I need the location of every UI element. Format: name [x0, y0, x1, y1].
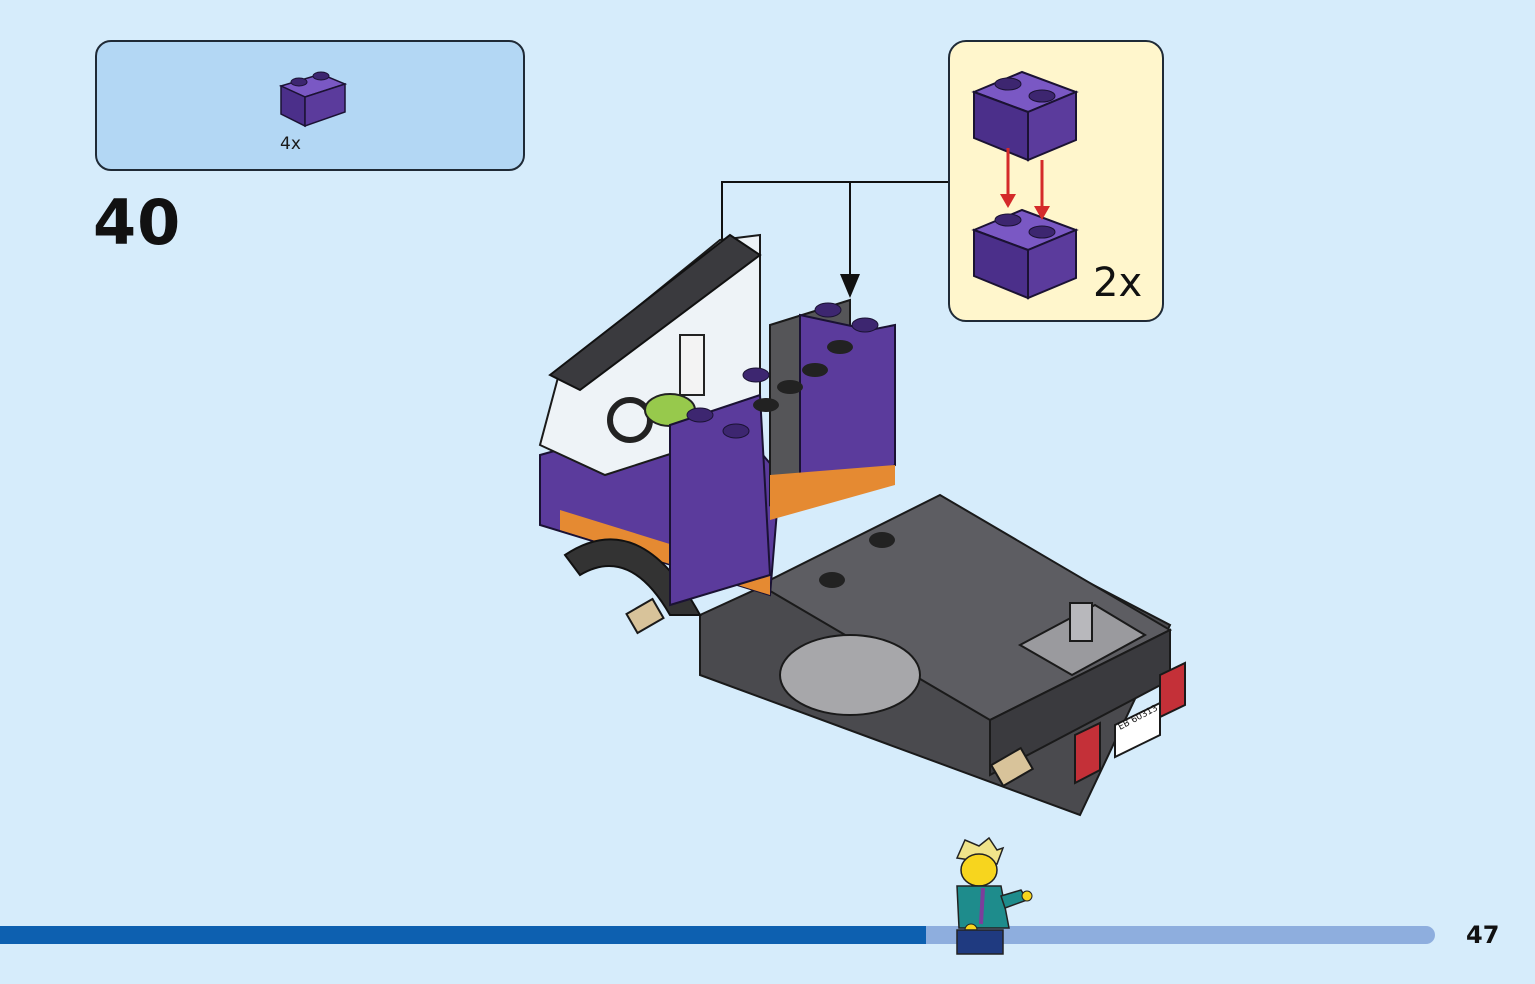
sub-assembly-callout: 2x	[948, 40, 1164, 322]
page-number: 47	[1466, 921, 1500, 949]
parts-quantity: 4x	[280, 134, 301, 154]
parts-callout: 4x	[95, 40, 525, 171]
stacked-bricks-icon	[971, 70, 1079, 300]
sub-assembly-quantity: 2x	[1093, 260, 1143, 306]
progress-fill	[0, 926, 926, 944]
progress-bar	[0, 926, 1435, 944]
minifigure-icon	[955, 836, 1033, 955]
truck-cab-assembly-icon: EB 60313	[538, 233, 1186, 817]
purple-brick-icon	[278, 71, 348, 128]
step-number: 40	[93, 186, 182, 259]
